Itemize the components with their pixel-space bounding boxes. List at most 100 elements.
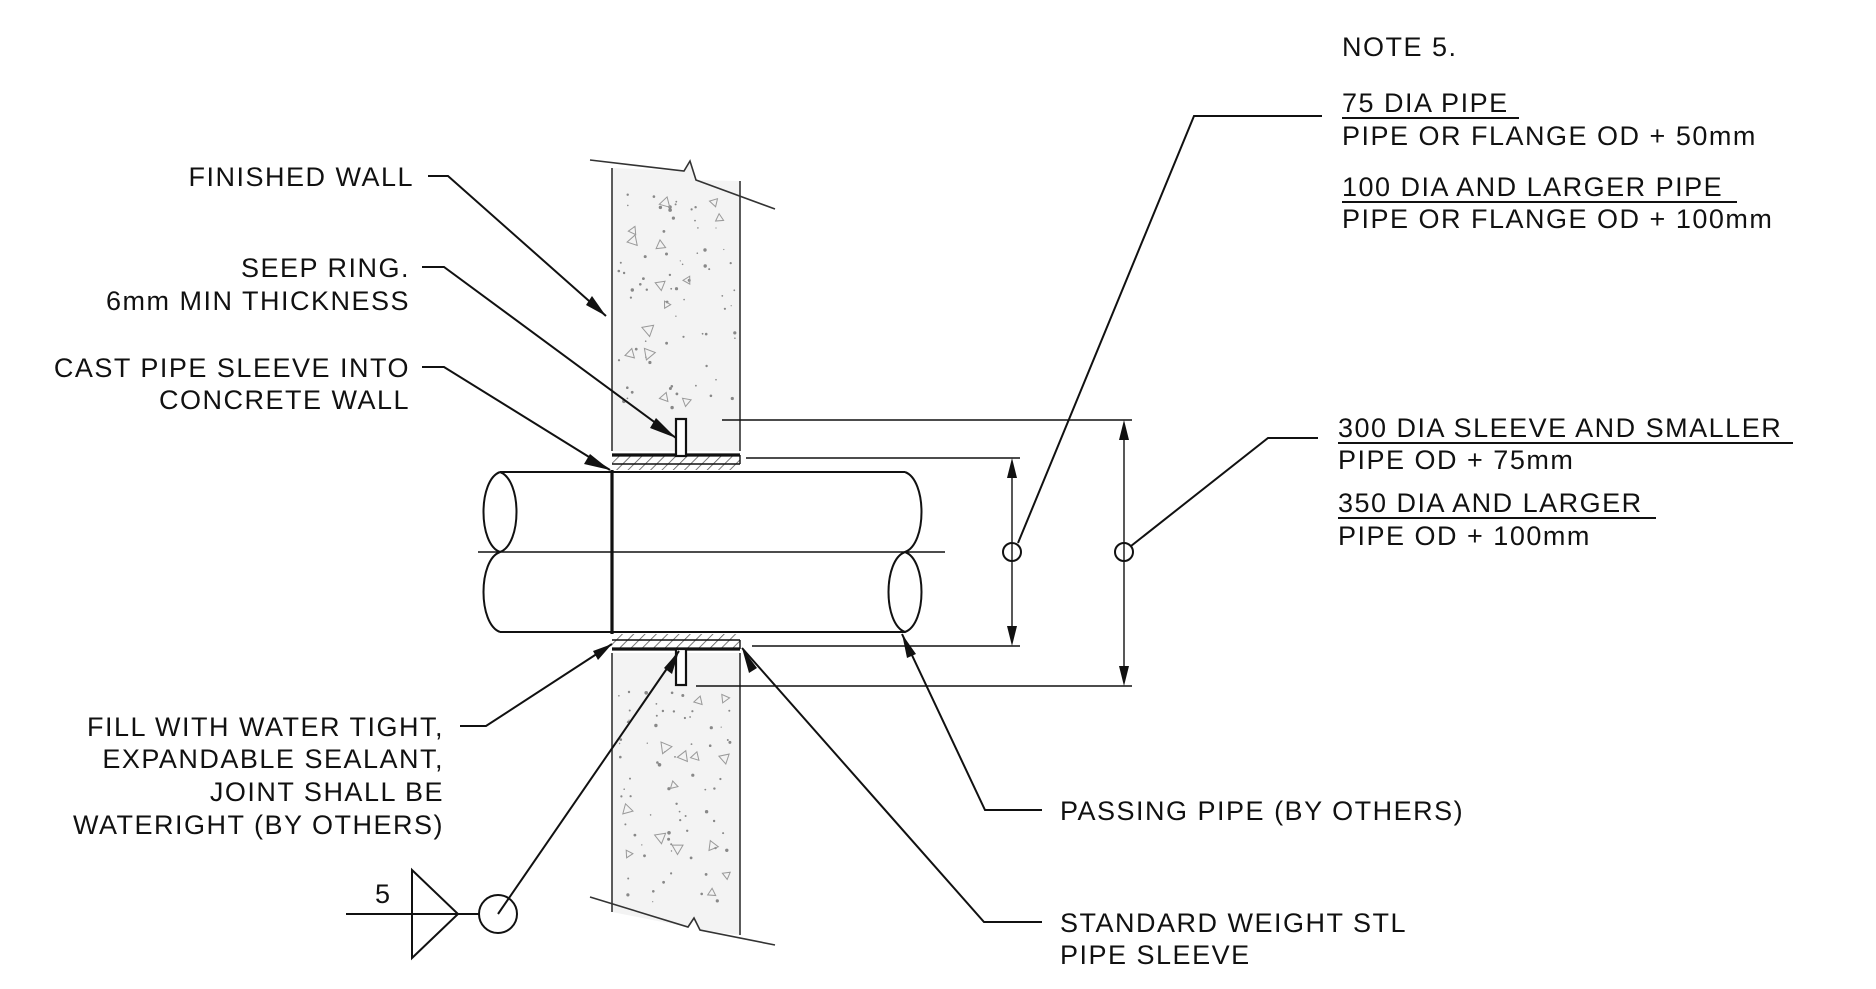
aggregate-speck [626,397,629,400]
fillet-weld-triangle [411,867,460,961]
aggregate-speck [708,268,711,271]
weld-size-text: 5 [375,879,392,909]
aggregate-speck [704,332,708,336]
aggregate-stone [692,695,703,706]
sleeve-od-note-bubble [1114,542,1134,562]
sleeve-od-arrow-top [1119,420,1129,440]
aggregate-speck [628,719,630,721]
dimensions [696,419,1134,687]
aggregate-speck [690,743,693,745]
aggregate-speck [704,873,708,876]
aggregate-speck [642,277,645,280]
aggregate-speck [665,252,668,256]
wall-upper-fill [612,161,740,451]
aggregate-speck [691,773,695,777]
aggregate-speck [675,315,677,317]
aggregate-speck [667,831,671,835]
pipe-od-note-bubble [1002,542,1022,562]
aggregate-stone [658,391,669,403]
fill-label-line4: WATERIGHT (BY OTHERS) [73,810,444,840]
aggregate-speck [713,787,716,790]
aggregate-speck [703,248,707,252]
aggregate-stone [669,780,679,790]
passing-pipe-label: PASSING PIPE (BY OTHERS) [1060,796,1464,826]
aggregate-speck [679,819,682,822]
aggregate-speck [723,307,727,310]
fill-sealant-leader [460,643,613,727]
pipe-od-arrow-bottom [1007,626,1017,646]
sleeve-od-arrow-bottom [1119,666,1129,686]
seep-ring-top [674,417,688,458]
aggregate-stone [676,749,689,763]
aggregate-speck [668,208,672,212]
aggregate-speck [679,260,681,262]
aggregate-speck [618,695,620,697]
aggregate-speck [624,823,627,826]
sleeve-note-line-350: PIPE OD + 100mm [1338,521,1591,551]
aggregate-speck [674,756,676,758]
aggregate-speck [694,219,696,222]
passing-pipe [478,471,945,634]
cast-sleeve-wall-label: CONCRETE WALL [159,385,410,415]
cast-sleeve-arrowhead [584,454,610,470]
aggregate-speck [619,261,622,264]
aggregate-speck [627,690,631,694]
aggregate-speck [704,810,709,814]
aggregate-speck [665,341,668,345]
aggregate-stone [653,832,667,845]
aggregate-stone [622,802,634,815]
finished-wall-leader [428,175,607,317]
aggregate-speck [670,850,673,852]
aggregate-speck [667,787,671,791]
aggregate-speck [701,332,704,335]
aggregate-speck [668,387,672,390]
aggregate-stone [721,871,731,881]
aggregate-speck [629,795,632,798]
passing-pipe-arrowhead [902,634,916,658]
sleeve-note-heading-300: 300 DIA SLEEVE AND SMALLER [1338,413,1782,443]
wall-lower-fill [612,653,740,935]
aggregate-stone [658,195,671,208]
aggregate-stone [655,238,667,250]
aggregate-speck [684,815,687,817]
aggregate-speck [729,262,732,265]
fill-label-line2: EXPANDABLE SEALANT, [102,744,444,774]
aggregate-speck [704,788,707,791]
aggregate-speck [630,288,634,292]
aggregate-speck [728,709,731,712]
aggregate-speck [619,738,623,741]
aggregate-speck [675,200,678,203]
note-5-heading-75: 75 DIA PIPE [1342,88,1509,118]
aggregate-speck [654,723,658,728]
aggregate-speck [652,195,656,198]
aggregate-speck [675,392,679,396]
aggregate-speck [723,248,725,251]
fill-label-line3: JOINT SHALL BE [210,777,444,807]
aggregate-speck [682,335,685,338]
aggregate-stone [640,324,655,338]
aggregate-stone [721,693,731,704]
aggregate-speck [674,287,679,291]
aggregate-speck [652,901,654,903]
aggregate-speck [725,848,729,852]
aggregate-speck [658,205,663,210]
sleeve-note-line-300: PIPE OD + 75mm [1338,445,1574,475]
pipe-sleeve [610,417,741,687]
aggregate-stone [714,212,725,222]
aggregate-speck [681,263,684,266]
weld-arrowhead [664,651,679,674]
aggregate-stone [627,225,637,236]
aggregate-speck [670,691,674,695]
aggregate-speck [670,287,673,290]
aggregate-speck [733,289,736,292]
std-sleeve-leader [741,647,1042,923]
aggregate-speck [670,872,673,875]
aggregate-speck [708,744,712,747]
aggregate-stone [682,275,691,285]
aggregate-speck [655,714,658,717]
aggregate-speck [670,405,674,410]
aggregate-speck [619,755,622,759]
std-sleeve-label: STANDARD WEIGHT STL [1060,908,1407,938]
aggregate-speck [715,378,717,381]
aggregate-speck [617,269,621,273]
